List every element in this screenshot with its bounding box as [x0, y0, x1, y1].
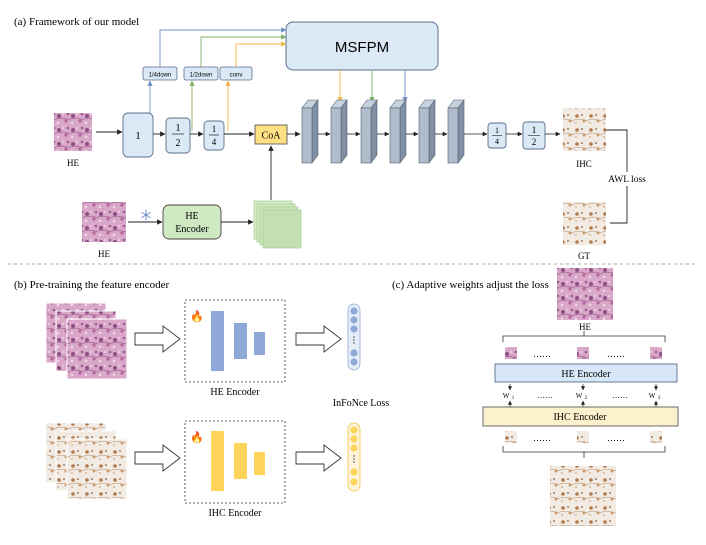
he-encoder-input-image — [82, 202, 126, 242]
c-w1: W — [503, 392, 510, 400]
ihc-output-label: IHC — [576, 159, 592, 169]
ihc-bar-1 — [211, 431, 224, 491]
c-he-label: HE — [579, 322, 591, 332]
coa-label: CoA — [262, 131, 282, 142]
c-w2-sub: 2 — [585, 396, 588, 401]
decoder-layer-1 — [301, 99, 319, 164]
down-quarter-label: 1/4down — [149, 73, 172, 79]
he-encoder-b-label: HE Encoder — [210, 387, 260, 398]
stage-1-box — [122, 112, 154, 158]
coa-box — [254, 124, 288, 145]
skip-arrow-blue — [159, 27, 287, 67]
he-encoder-line1: HE — [185, 211, 198, 222]
stage-quarter-box — [203, 120, 225, 151]
stage-half-box — [165, 117, 191, 154]
c-he-encoder-box — [494, 363, 678, 383]
arrow-ihc-to-encoder-b — [134, 444, 181, 472]
c-ihc-dots-2: …… — [607, 433, 625, 443]
conv-label: conv — [230, 73, 243, 79]
c-w2: W — [576, 392, 583, 400]
awl-label-bg — [598, 172, 656, 186]
decoder-layers — [301, 99, 465, 164]
decoder-layer-2 — [330, 99, 348, 164]
arrow-he-to-encoder-b — [134, 325, 181, 353]
skip-arrow-orange — [235, 41, 287, 67]
ihc-feature-vector — [347, 422, 361, 492]
section-c-title: (c) Adaptive weights adjust the loss — [392, 279, 549, 291]
decoder-layer-3 — [360, 99, 378, 164]
c-he-patch-3 — [650, 347, 662, 359]
ihc-output-image — [563, 108, 606, 151]
awl-loss-label: AWL loss — [608, 175, 646, 185]
stage-half-den: 2 — [176, 138, 181, 149]
stage-quarter-num: 1 — [212, 124, 217, 134]
up-half-den: 2 — [532, 137, 537, 147]
he-bar-1 — [211, 311, 224, 371]
c-w3-sub: 3 — [658, 396, 661, 401]
c-he-image — [557, 268, 613, 320]
ihc-bar-3 — [254, 452, 265, 475]
arrow-encoder-to-vector-he — [295, 325, 342, 353]
ihc-bar-2 — [234, 443, 247, 479]
down-half-label: 1/2down — [190, 73, 213, 79]
he-tile-stack — [45, 302, 128, 380]
feature-stack — [253, 200, 302, 249]
stage-quarter-den: 4 — [212, 137, 217, 147]
decoder-layer-5 — [418, 99, 436, 164]
c-ihc-dots-1: …… — [533, 433, 551, 443]
c-he-patch-1 — [505, 347, 517, 359]
c-ihc-image — [550, 466, 616, 526]
he-encoder-b-box — [184, 299, 286, 383]
gt-label: GT — [578, 251, 590, 261]
c-ihc-encoder-label: IHC Encoder — [553, 412, 607, 423]
snowflake-icon — [141, 209, 151, 221]
fire-icon-ihc: 🔥 — [190, 431, 204, 444]
decoder-layer-4 — [389, 99, 407, 164]
he-encoder-line2: Encoder — [175, 224, 209, 235]
c-ihc-patch-3 — [650, 431, 662, 443]
fire-icon-he: 🔥 — [190, 310, 204, 323]
section-b-title: (b) Pre-training the feature encoder — [14, 279, 169, 291]
c-ihc-patch-2 — [577, 431, 589, 443]
c-he-dots-1: …… — [533, 349, 551, 359]
up-quarter-num: 1 — [495, 126, 499, 135]
arrow-encoder-to-vector-ihc — [295, 444, 342, 472]
up-quarter-den: 4 — [495, 137, 499, 146]
ihc-encoder-b-label: IHC Encoder — [208, 508, 262, 519]
up-half-num: 1 — [532, 125, 537, 135]
c-w-dots-1: …… — [537, 391, 553, 400]
he-input-label: HE — [67, 158, 79, 168]
section-a-title: (a) Framework of our model — [14, 16, 139, 28]
c-he-patch-2 — [577, 347, 589, 359]
infonce-loss-label: InFoNce Loss — [333, 398, 389, 409]
he-feature-vector — [347, 303, 361, 371]
he-bar-3 — [254, 332, 265, 355]
skip-arrow-green — [200, 34, 287, 67]
ihc-encoder-b-box — [184, 420, 286, 504]
he-bar-2 — [234, 323, 247, 359]
c-he-encoder-label: HE Encoder — [561, 369, 611, 380]
c-w-dots-2: …… — [612, 391, 628, 400]
he-input-image — [54, 113, 92, 151]
c-bottom-brace — [502, 446, 666, 458]
c-ihc-encoder-box — [482, 406, 679, 427]
stage-half-num: 1 — [176, 123, 181, 134]
decoder-layer-6 — [447, 99, 465, 164]
c-w1-sub: 1 — [512, 396, 515, 401]
c-ihc-patch-1 — [505, 431, 517, 443]
c-w3: W — [649, 392, 656, 400]
c-top-brace — [502, 331, 666, 342]
msfpm-label: MSFPM — [335, 39, 389, 56]
gt-image — [563, 202, 606, 245]
c-he-dots-2: …… — [607, 349, 625, 359]
ihc-tile-stack — [45, 422, 128, 500]
he-encoder-input-label: HE — [98, 249, 110, 259]
stage-1-label: 1 — [135, 130, 141, 142]
